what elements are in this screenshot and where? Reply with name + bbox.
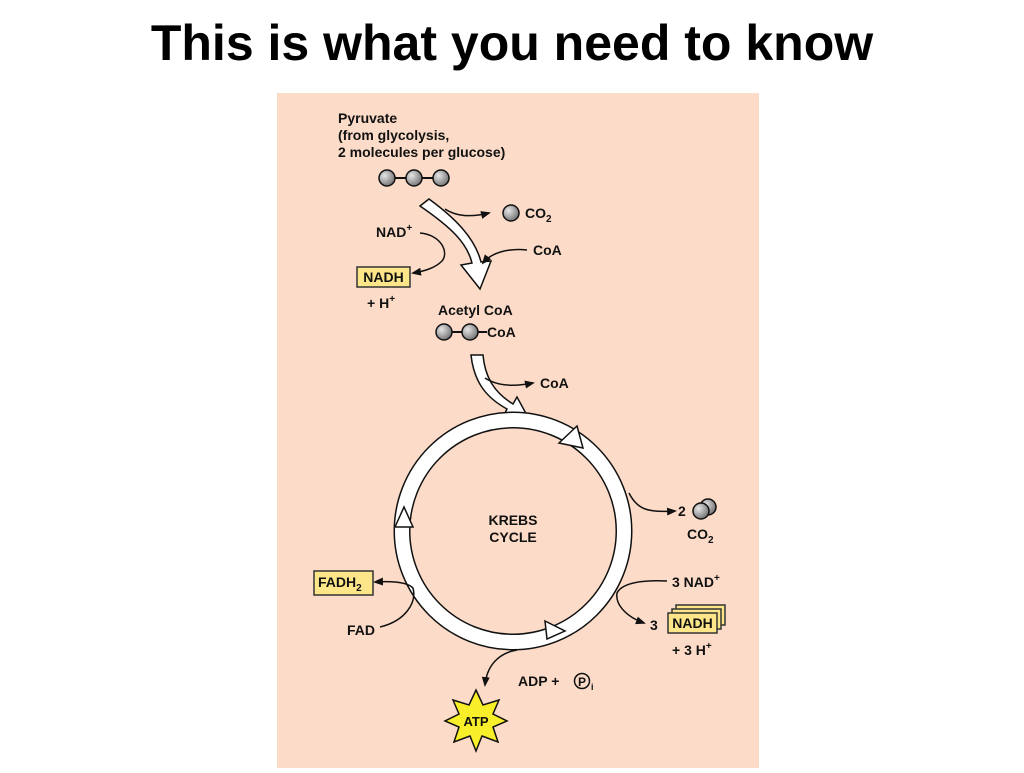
krebs-cycle-diagram: Pyruvate (from glycolysis, 2 molecules p… — [313, 110, 726, 754]
acetyl-coa-to-cycle-arrow — [470, 354, 531, 420]
pyruvate-molecule — [378, 169, 450, 187]
nad-plus-label: NAD+ — [376, 223, 412, 240]
pyruvate-to-acetyl-coa-arrow — [418, 198, 493, 291]
svg-text:ATP: ATP — [463, 714, 488, 729]
pyruvate-label: Pyruvate — [338, 110, 397, 126]
co2-top-label: CO2 — [525, 205, 552, 225]
pyruvate-count-label: 2 molecules per glucose) — [338, 144, 505, 160]
svg-text:NADH: NADH — [672, 615, 712, 631]
co2-release-arrow — [444, 208, 491, 219]
phosphate-icon: P i — [573, 672, 594, 692]
coa-release-arrow — [484, 377, 535, 389]
acetyl-coa-label: Acetyl CoA — [438, 302, 513, 318]
three-nadh-count: 3 — [650, 617, 658, 633]
krebs-cycle-ring — [393, 411, 633, 651]
atp-starburst: ATP — [443, 688, 509, 754]
krebs-cycle-label-line1: KREBS — [488, 512, 537, 528]
adp-to-atp-arrow — [481, 649, 518, 687]
co2-right-molecules-icon — [692, 498, 717, 520]
adp-label: ADP + — [518, 673, 559, 689]
svg-text:FADH2: FADH2 — [318, 574, 362, 594]
pyruvate-source-label: (from glycolysis, — [338, 127, 449, 143]
fad-to-fadh2-arrow — [373, 577, 415, 628]
acetyl-coa-molecule — [435, 323, 487, 341]
krebs-cycle-figure: Pyruvate (from glycolysis, 2 molecules p… — [277, 93, 759, 768]
krebs-cycle-label-line2: CYCLE — [489, 529, 536, 545]
h-plus-top-label: + H+ — [367, 294, 395, 311]
acetyl-coa-tag: CoA — [487, 324, 516, 340]
fadh2-box: FADH2 — [313, 570, 374, 596]
nadh-top-box: NADH — [356, 266, 411, 288]
nad-to-three-nadh-arrow — [616, 580, 668, 625]
co2-molecule-icon — [502, 204, 520, 222]
co2-right-label: CO2 — [687, 526, 714, 546]
three-nadh-stack: NADH — [667, 604, 726, 634]
coa-input-arrow — [481, 248, 528, 265]
cycle-arrowhead-left — [393, 505, 415, 528]
co2-right-count: 2 — [678, 503, 686, 519]
svg-text:i: i — [591, 682, 594, 692]
page-title: This is what you need to know — [150, 15, 874, 71]
three-h-plus-label: + 3 H+ — [672, 641, 712, 658]
svg-text:P: P — [578, 675, 586, 689]
cycle-arrowhead-top — [557, 424, 585, 449]
fad-label: FAD — [347, 622, 375, 638]
coa-input-label: CoA — [533, 242, 562, 258]
co2-cycle-release-arrow — [628, 492, 677, 516]
nad-to-nadh-arrow — [411, 232, 446, 276]
coa-output-label: CoA — [540, 375, 569, 391]
cycle-arrowhead-bottom — [544, 619, 567, 641]
three-nad-plus-label: 3 NAD+ — [672, 573, 720, 590]
svg-text:NADH: NADH — [363, 269, 403, 285]
